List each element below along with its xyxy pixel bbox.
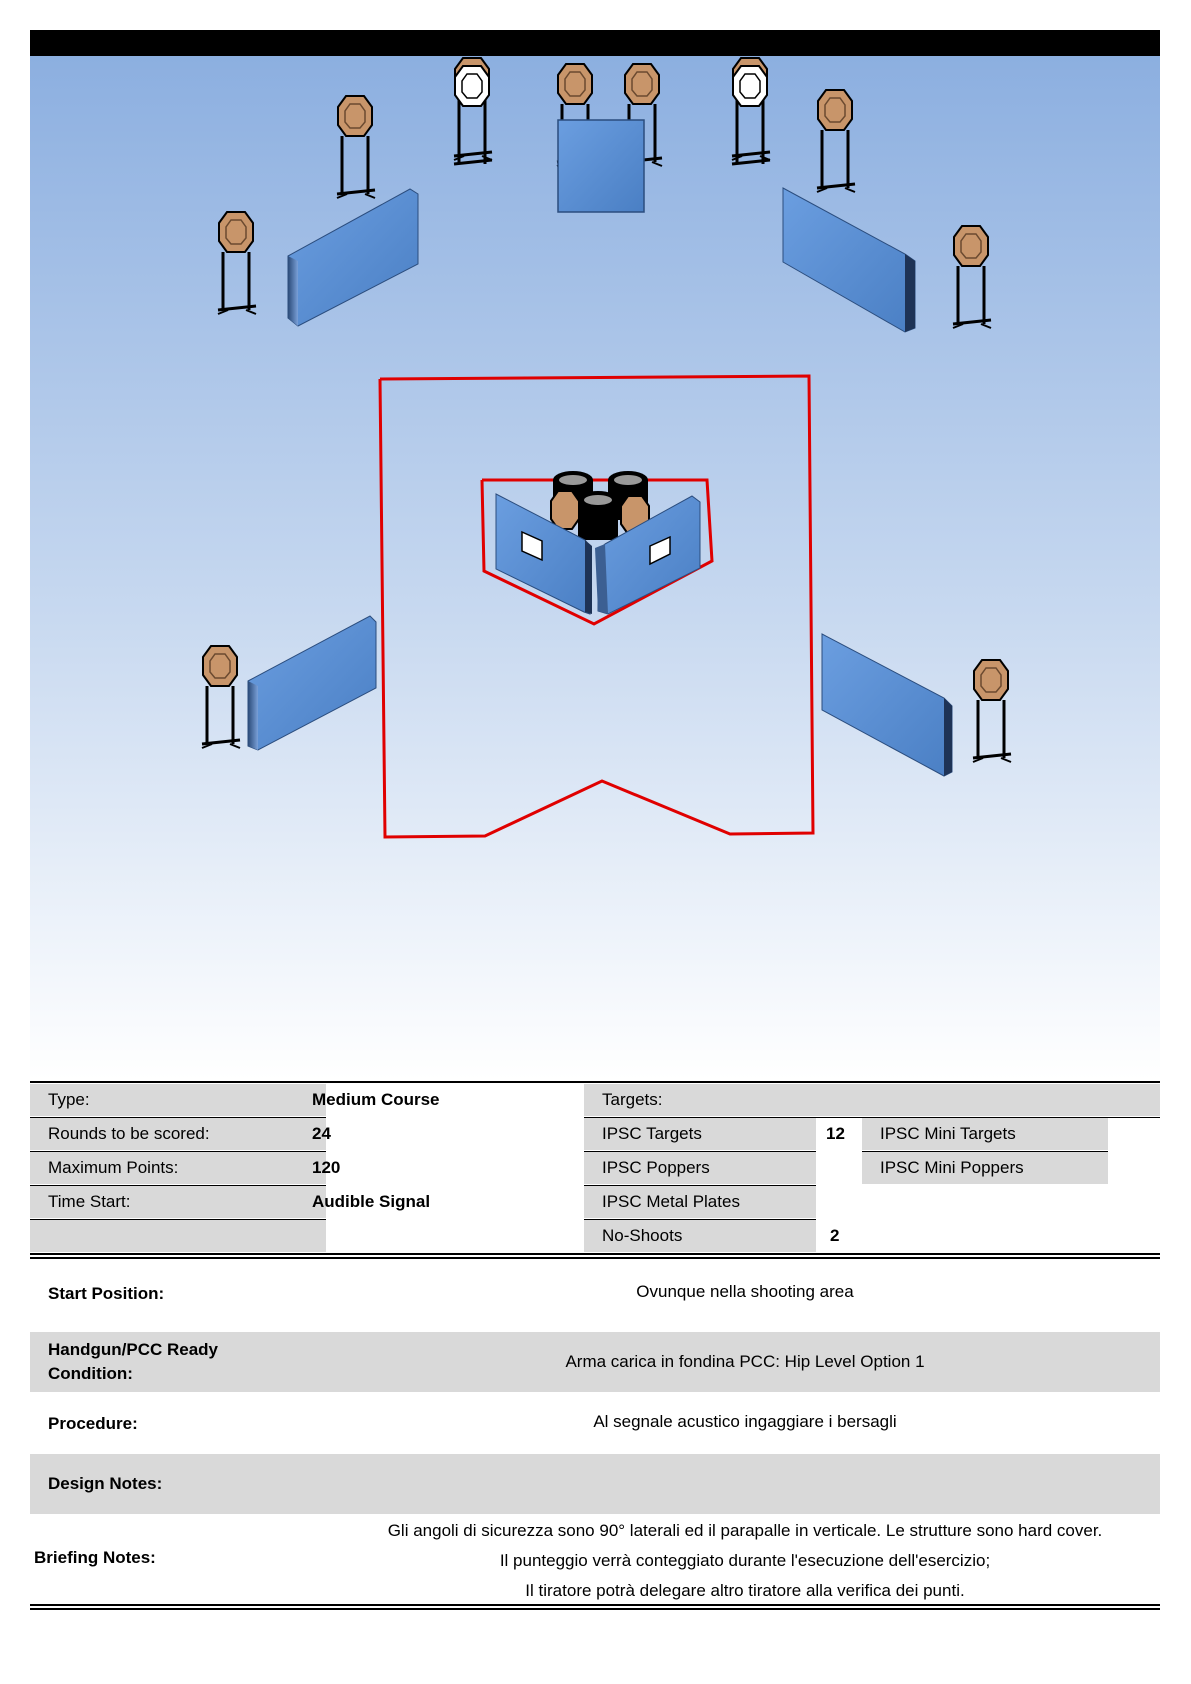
ipsc-poppers-label: IPSC Poppers (602, 1158, 710, 1177)
ready-condition-label-line-1: Handgun/PCC Ready (48, 1340, 219, 1359)
wall-upper-left (287, 188, 419, 327)
stage-diagram (30, 56, 1160, 1080)
table-mid-line-1 (30, 1253, 1160, 1255)
ready-condition-label-line-2: Condition: (48, 1364, 133, 1383)
timestart-label-cell: Time Start: (30, 1186, 326, 1218)
rounds-label-cell: Rounds to be scored: (30, 1118, 326, 1150)
ipsc-target-barrel-left (550, 490, 580, 530)
points-value: 120 (312, 1158, 341, 1177)
procedure-row: Procedure: Al segnale acustico ingaggiar… (30, 1394, 1160, 1450)
ipsc-metal-plates-label: IPSC Metal Plates (602, 1192, 740, 1211)
start-position-value: Ovunque nella shooting area (636, 1282, 854, 1301)
ipsc-targets-label-cell: IPSC Targets (584, 1118, 816, 1150)
mini-targets-label-cell: IPSC Mini Targets (862, 1118, 1108, 1150)
points-label: Maximum Points: (48, 1158, 179, 1177)
ipsc-targets-value: 12 (826, 1124, 845, 1143)
left-row-line-2 (30, 1151, 326, 1152)
empty-label-cell (30, 1220, 326, 1252)
left-row-line-4 (30, 1219, 326, 1220)
briefing-notes-label: Briefing Notes: (34, 1548, 156, 1567)
briefing-notes-row: Briefing Notes: Gli angoli di sicurezza … (30, 1516, 1160, 1602)
targets-row-line-1 (584, 1151, 816, 1152)
targets-header: Targets: (602, 1090, 663, 1109)
mini-poppers-label-cell: IPSC Mini Poppers (862, 1152, 1108, 1184)
type-value: Medium Course (312, 1090, 440, 1109)
procedure-value: Al segnale acustico ingaggiare i bersagl… (593, 1412, 897, 1431)
targets-header-cell: Targets: (584, 1084, 1160, 1116)
ready-condition-label: Handgun/PCC Ready Condition: (48, 1338, 218, 1386)
ipsc-targets-label: IPSC Targets (602, 1124, 702, 1143)
ready-condition-value: Arma carica in fondina PCC: Hip Level Op… (565, 1352, 925, 1371)
type-label: Type: (48, 1090, 90, 1109)
table-mid-line-2 (30, 1257, 1160, 1259)
timestart-label: Time Start: (48, 1192, 131, 1211)
shooting-area-fault-line (378, 374, 815, 839)
design-notes-row: Design Notes: (30, 1454, 1160, 1514)
ipsc-metal-plates-label-cell: IPSC Metal Plates (584, 1186, 816, 1218)
briefing-line-1: Gli angoli di sicurezza sono 90° lateral… (387, 1521, 1103, 1540)
rounds-label: Rounds to be scored: (48, 1124, 210, 1143)
briefing-line-2: Il punteggio verrà conteggiato durante l… (499, 1551, 991, 1570)
port-window-right (649, 535, 671, 566)
table-bottom-line-1 (30, 1604, 1160, 1606)
wall-lower-left (247, 615, 377, 751)
points-label-cell: Maximum Points: (30, 1152, 326, 1184)
stage-title (30, 30, 1160, 38)
no-shoots-value: 2 (830, 1226, 840, 1245)
type-label-cell: Type: (30, 1084, 326, 1116)
targets-header-line (584, 1117, 1160, 1118)
wall-center-top (557, 119, 645, 213)
no-shoots-label-cell: No-Shoots (584, 1220, 816, 1252)
procedure-label: Procedure: (48, 1414, 138, 1433)
start-position-row: Start Position: Ovunque nella shooting a… (30, 1262, 1160, 1328)
wall-lower-right (821, 633, 953, 777)
no-shoots-label: No-Shoots (602, 1226, 683, 1245)
wall-upper-right (782, 187, 916, 333)
targets-row-line-2 (584, 1185, 816, 1186)
targets-row-line-3 (584, 1219, 816, 1220)
mini-targets-label: IPSC Mini Targets (880, 1124, 1016, 1143)
briefing-notes-text: Gli angoli di sicurezza sono 90° lateral… (330, 1516, 1160, 1606)
left-row-line-3 (30, 1185, 326, 1186)
ipsc-poppers-label-cell: IPSC Poppers (584, 1152, 816, 1184)
timestart-value: Audible Signal (312, 1192, 431, 1211)
rounds-value: 24 (312, 1124, 331, 1143)
title-bar (30, 30, 1160, 56)
port-window-left (521, 530, 543, 562)
briefing-line-3: Il tiratore potrà delegare altro tirator… (525, 1581, 965, 1600)
table-top-line (30, 1081, 1160, 1083)
wall-v-left (495, 493, 592, 615)
mini-row-line (862, 1151, 1108, 1152)
design-notes-label: Design Notes: (48, 1474, 163, 1493)
table-bottom-line-2 (30, 1608, 1160, 1610)
left-row-line-1 (30, 1117, 326, 1118)
ready-condition-row: Handgun/PCC Ready Condition: Arma carica… (30, 1332, 1160, 1392)
mini-poppers-label: IPSC Mini Poppers (880, 1158, 1024, 1177)
start-position-label: Start Position: (48, 1284, 165, 1303)
inner-fault-line (480, 478, 714, 626)
wall-v-right (595, 495, 701, 615)
